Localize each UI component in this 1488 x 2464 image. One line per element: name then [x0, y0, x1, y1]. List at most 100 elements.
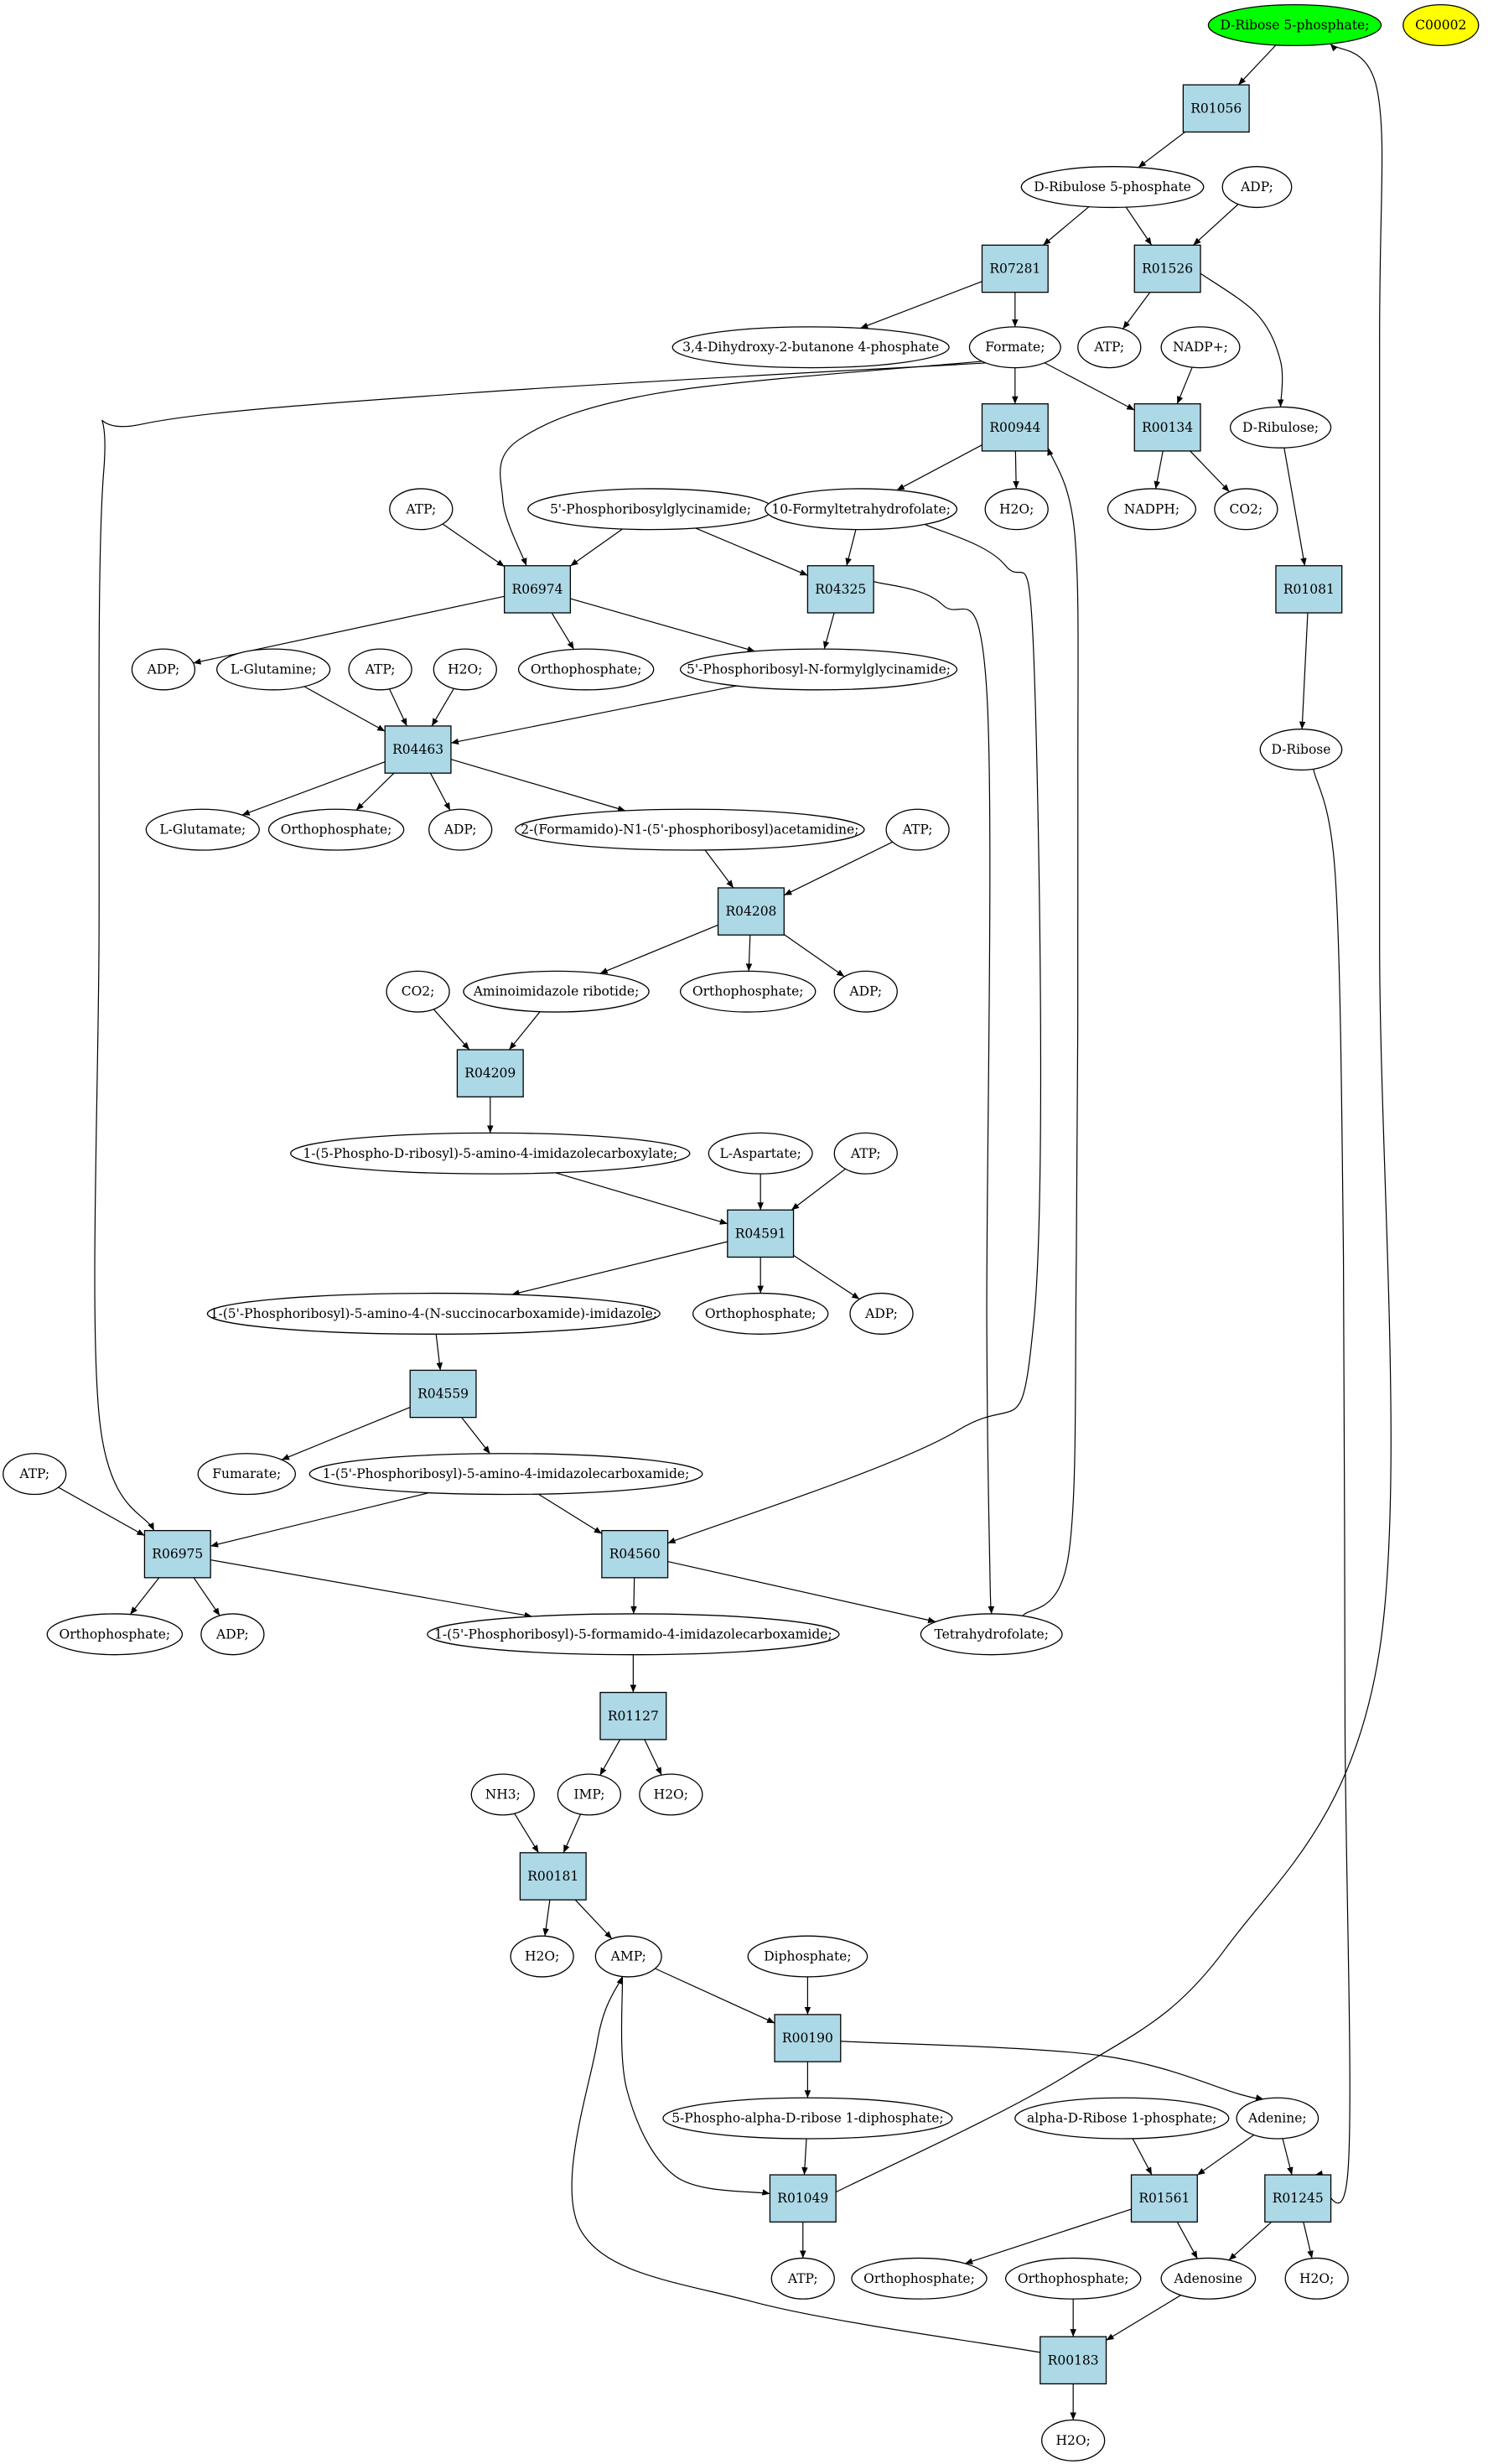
node-label: ATP;: [1093, 340, 1124, 355]
compound-node-h2o_d[interactable]: H2O;: [510, 1935, 574, 1978]
compound-node-h2o_c[interactable]: H2O;: [639, 1773, 703, 1816]
reaction-node-r04559[interactable]: R04559: [409, 1369, 477, 1419]
compound-node-ortho_b[interactable]: Orthophosphate;: [267, 808, 405, 851]
compound-node-atp_c[interactable]: ATP;: [348, 648, 412, 691]
compound-node-prpp[interactable]: 5-Phospho-alpha-D-ribose 1-diphosphate;: [662, 2097, 953, 2140]
compound-node-co2_a[interactable]: CO2;: [1214, 488, 1278, 531]
reaction-node-r01081[interactable]: R01081: [1275, 565, 1343, 614]
reaction-node-r04325[interactable]: R04325: [806, 565, 874, 614]
compound-ellipse: [1229, 406, 1332, 449]
compound-node-lglutamine[interactable]: L-Glutamine;: [216, 648, 331, 691]
edge-aicar-to-R06975: [210, 1491, 429, 1548]
reaction-node-r06975[interactable]: R06975: [143, 1529, 211, 1579]
compound-node-ribulose5p[interactable]: D-Ribulose 5-phosphate: [1020, 166, 1205, 209]
compound-node-ortho_a[interactable]: Orthophosphate;: [517, 648, 655, 691]
reaction-node-r00134[interactable]: R00134: [1133, 403, 1201, 452]
compound-node-adp_d[interactable]: ADP;: [833, 970, 898, 1013]
compound-node-ortho_c[interactable]: Orthophosphate;: [679, 970, 817, 1013]
compound-node-adp_a[interactable]: ADP;: [1221, 166, 1293, 209]
edge-R04208-to-air: [599, 924, 718, 974]
reaction-node-r01561[interactable]: R01561: [1130, 2174, 1198, 2223]
compound-node-ortho_g[interactable]: Orthophosphate;: [1004, 2257, 1142, 2300]
compound-ellipse: [692, 1292, 829, 1335]
compound-node-h2o_b[interactable]: H2O;: [433, 648, 497, 691]
compound-node-aicar[interactable]: 1-(5'-Phosphoribosyl)-5-amino-4-imidazol…: [308, 1453, 703, 1496]
compound-node-formylthf[interactable]: 10-Formyltetrahydrofolate;: [765, 488, 958, 531]
compound-ellipse: [1259, 729, 1343, 771]
edge-atp_d-to-R04208: [784, 841, 893, 896]
reaction-node-r07281[interactable]: R07281: [981, 244, 1049, 293]
compound-node-atp_b[interactable]: ATP;: [389, 488, 454, 531]
reaction-node-r06974[interactable]: R06974: [504, 565, 572, 614]
compound-node-laspartate[interactable]: L-Aspartate;: [708, 1132, 813, 1175]
compound-node-adenosine[interactable]: Adenosine: [1160, 2257, 1257, 2300]
compound-node-prgly[interactable]: 5'-Phosphoribosylglycinamide;: [527, 488, 774, 531]
reaction-node-r00181[interactable]: R00181: [519, 1852, 587, 1901]
compound-node-fgam[interactable]: 2-(Formamido)-N1-(5'-phosphoribosyl)acet…: [515, 808, 865, 851]
compound-node-adp_c[interactable]: ADP;: [428, 808, 493, 851]
compound-node-amp[interactable]: AMP;: [594, 1935, 662, 1978]
compound-node-atp_f[interactable]: ATP;: [3, 1453, 67, 1496]
reaction-node-r01526[interactable]: R01526: [1133, 244, 1201, 293]
compound-node-fumarate[interactable]: Fumarate;: [197, 1453, 297, 1496]
compound-node-diphosphate[interactable]: Diphosphate;: [747, 1935, 868, 1978]
compound-node-dihydroxy[interactable]: 3,4-Dihydroxy-2-butanone 4-phosphate: [671, 326, 950, 369]
reaction-node-r04591[interactable]: R04591: [727, 1209, 795, 1258]
compound-ellipse: [433, 648, 497, 691]
compound-node-dribulose[interactable]: D-Ribulose;: [1229, 406, 1332, 449]
compound-node-atp_e[interactable]: ATP;: [833, 1132, 898, 1175]
compound-node-adp_b[interactable]: ADP;: [131, 648, 196, 691]
node-label: D-Ribulose;: [1242, 420, 1319, 435]
compound-node-ribose5p[interactable]: D-Ribose 5-phosphate;: [1207, 3, 1382, 47]
reaction-node-r01245[interactable]: R01245: [1264, 2174, 1332, 2223]
compound-node-nadph[interactable]: NADPH;: [1107, 488, 1197, 531]
compound-node-adenine[interactable]: Adenine;: [1236, 2097, 1319, 2140]
reaction-node-r01056[interactable]: R01056: [1182, 84, 1250, 133]
compound-node-air[interactable]: Aminoimidazole ribotide;: [463, 970, 650, 1013]
node-label: Orthophosphate;: [1018, 2271, 1129, 2286]
edge-R06974-to-fgar: [570, 598, 755, 653]
reaction-box: [981, 403, 1049, 452]
compound-node-co2_b[interactable]: CO2;: [386, 970, 450, 1013]
compound-node-dribose[interactable]: D-Ribose: [1259, 729, 1343, 771]
reaction-box: [1182, 84, 1250, 133]
compound-node-nadp[interactable]: NADP+;: [1160, 326, 1241, 369]
compound-node-adp_e[interactable]: ADP;: [849, 1292, 914, 1335]
compound-node-faicar[interactable]: 1-(5'-Phosphoribosyl)-5-formamido-4-imid…: [427, 1613, 840, 1656]
compound-node-saicar[interactable]: 1-(5'-Phosphoribosyl)-5-amino-4-(N-succi…: [206, 1292, 661, 1335]
reaction-node-r00183[interactable]: R00183: [1040, 2336, 1107, 2385]
node-label: ATP;: [365, 661, 396, 677]
compound-node-ortho_e[interactable]: Orthophosphate;: [46, 1613, 184, 1656]
compound-node-ortho_f[interactable]: Orthophosphate;: [851, 2257, 988, 2300]
reaction-node-r04208[interactable]: R04208: [717, 887, 785, 936]
compound-node-h2o_e[interactable]: H2O;: [1284, 2257, 1349, 2300]
compound-node-formate[interactable]: Formate;: [968, 326, 1061, 369]
reaction-node-r00944[interactable]: R00944: [981, 403, 1049, 452]
compound-node-atp_g[interactable]: ATP;: [770, 2257, 835, 2300]
compound-ellipse: [851, 2257, 988, 2300]
compound-node-r1p[interactable]: alpha-D-Ribose 1-phosphate;: [1014, 2097, 1230, 2140]
node-label: 2-(Formamido)-N1-(5'-phosphoribosyl)acet…: [521, 822, 858, 838]
compound-node-atp_a[interactable]: ATP;: [1077, 326, 1142, 369]
compound-node-c00002[interactable]: C00002: [1402, 3, 1480, 47]
compound-node-thf[interactable]: Tetrahydrofolate;: [920, 1613, 1063, 1656]
compound-node-h2o_f[interactable]: H2O;: [1041, 2419, 1106, 2461]
compound-node-ortho_d[interactable]: Orthophosphate;: [692, 1292, 829, 1335]
compound-ellipse: [1020, 166, 1205, 209]
compound-node-cair[interactable]: 1-(5-Phospho-D-ribosyl)-5-amino-4-imidaz…: [290, 1132, 691, 1175]
reaction-node-r04463[interactable]: R04463: [384, 725, 452, 774]
compound-ellipse: [386, 970, 450, 1013]
compound-node-lglutamate[interactable]: L-Glutamate;: [145, 808, 260, 851]
compound-node-h2o_a[interactable]: H2O;: [984, 488, 1049, 531]
compound-node-imp[interactable]: IMP;: [557, 1773, 622, 1816]
compound-node-adp_f[interactable]: ADP;: [200, 1613, 265, 1656]
reaction-node-r01127[interactable]: R01127: [599, 1692, 667, 1740]
reaction-node-r00190[interactable]: R00190: [774, 2014, 842, 2062]
node-label: R01127: [608, 1709, 659, 1724]
compound-node-fgar[interactable]: 5'-Phosphoribosyl-N-formylglycinamide;: [679, 648, 958, 691]
compound-node-atp_d[interactable]: ATP;: [885, 808, 950, 851]
reaction-node-r04209[interactable]: R04209: [456, 1049, 524, 1097]
compound-node-nh3[interactable]: NH3;: [470, 1773, 535, 1816]
reaction-node-r04560[interactable]: R04560: [601, 1529, 669, 1579]
reaction-node-r01049[interactable]: R01049: [769, 2174, 837, 2223]
